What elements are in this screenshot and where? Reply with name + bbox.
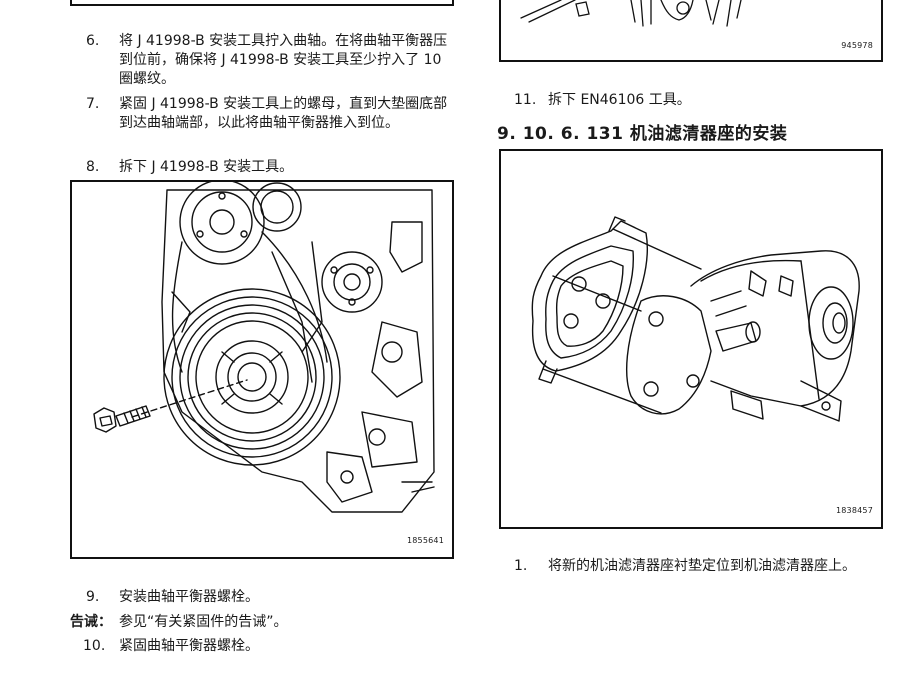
caution-text: 参见“有关紧固件的告诫”。: [119, 614, 288, 630]
section-heading: 9. 10. 6. 131 机油滤清器座的安装: [497, 124, 788, 144]
figure-id-945978: 945978: [841, 41, 873, 50]
step-1-number: 1.: [514, 558, 528, 574]
step-7-number: 7.: [86, 96, 100, 112]
prev-right-figure: 945978: [499, 0, 883, 62]
step-8-number: 8.: [86, 159, 100, 175]
step-6-text: 将 J 41998-B 安装工具拧入曲轴。在将曲轴平衡器压到位前，确保将 J 4…: [119, 33, 448, 87]
crankshaft-balancer-figure: 1855641: [70, 180, 454, 559]
step-6-number: 6.: [86, 33, 100, 49]
caution-label: 告诫：: [70, 614, 112, 630]
step-10-text: 紧固曲轴平衡器螺栓。: [119, 638, 259, 654]
crankshaft-balancer-illustration: [93, 182, 435, 513]
oil-filter-housing-figure: 1838457: [499, 149, 883, 529]
prev-right-figure-illustration: [520, 0, 742, 27]
step-9-number: 9.: [86, 589, 100, 605]
oil-filter-housing-illustration: [531, 216, 860, 422]
step-1-text: 将新的机油滤清器座衬垫定位到机油滤清器座上。: [548, 558, 856, 574]
step-11-number: 11.: [514, 92, 537, 108]
step-8-text: 拆下 J 41998-B 安装工具。: [119, 159, 294, 175]
figure-id-1855641: 1855641: [406, 536, 444, 545]
step-10-number: 10.: [83, 638, 106, 654]
step-7-text: 紧固 J 41998-B 安装工具上的螺母，直到大垫圈底部到达曲轴端部，以此将曲…: [119, 96, 448, 131]
prev-figure-bottom-edge: [70, 0, 454, 6]
step-11-text: 拆下 EN46106 工具。: [548, 92, 691, 108]
figure-id-1838457: 1838457: [835, 506, 873, 515]
step-9-text: 安装曲轴平衡器螺栓。: [119, 589, 259, 605]
